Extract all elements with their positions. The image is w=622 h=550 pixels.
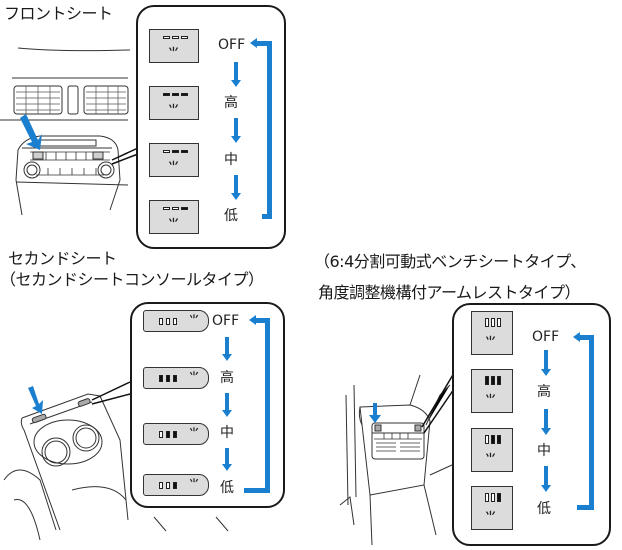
return-arrow-top (579, 335, 594, 340)
down-arrow-icon (231, 193, 241, 200)
left-arrow-icon (250, 38, 257, 48)
indicator-lights (163, 93, 188, 96)
indicator-lights (159, 318, 177, 325)
return-arrow-bottom (262, 214, 272, 219)
cycle-arrow-line (544, 466, 548, 486)
bench-seat-heater-button-high[interactable]: ⺌ (471, 369, 513, 413)
seat-heater-icon: ⺌ (189, 428, 199, 439)
seat-heater-icon: ⺌ (168, 160, 179, 173)
front-seat-heater-button-mid[interactable]: ⺌ (149, 143, 199, 177)
down-arrow-icon (231, 80, 241, 87)
front-dashboard-illustration (0, 47, 139, 216)
seat-heater-icon: ⺌ (189, 479, 199, 490)
bench-seat-heater-button-low[interactable]: ⺌ (471, 486, 513, 530)
second-console-lines (153, 516, 229, 532)
front-seat-heater-button-high[interactable]: ⺌ (149, 86, 199, 120)
indicator-lights (159, 431, 177, 438)
bench-seat-subheading-line2: 角度調整機構付アームレストタイプ） (318, 283, 581, 302)
seat-heater-icon: ⺌ (485, 510, 496, 523)
bench-armrest-illustration (339, 372, 455, 546)
seat-heater-icon: ⺌ (168, 217, 179, 230)
return-arrow-vertical (265, 318, 270, 493)
return-arrow-top (255, 318, 270, 323)
cycle-arrow-line (544, 350, 548, 370)
cycle-arrow-line (225, 337, 229, 355)
cycle-arrow-line (234, 118, 238, 137)
seat-heater-icon: ⺌ (189, 372, 199, 383)
level-label-low: 低 (537, 501, 551, 517)
front-seat-heading: フロントシート (4, 4, 113, 23)
indicator-lights (163, 36, 188, 39)
level-label-mid: 中 (220, 425, 234, 441)
left-arrow-icon (573, 332, 580, 342)
level-label-off: OFF (532, 329, 560, 345)
down-arrow-icon (541, 428, 551, 435)
cycle-arrow-line (225, 448, 229, 465)
indicator-lights (159, 375, 177, 382)
cycle-arrow-line (225, 393, 229, 411)
second-console-illustration (3, 381, 131, 541)
level-label-high: 高 (220, 370, 234, 386)
front-seat-heater-button-off[interactable]: ⺌ (149, 29, 199, 63)
seat-heater-icon: ⺌ (485, 335, 496, 348)
level-label-mid: 中 (537, 443, 551, 459)
return-arrow-bottom (577, 505, 594, 510)
down-arrow-icon (222, 410, 232, 417)
left-arrow-icon (249, 315, 256, 325)
indicator-lights (485, 435, 501, 444)
second-seat-callout-panel (130, 302, 285, 508)
seat-heater-icon: ⺌ (189, 315, 199, 326)
bench-seat-subheading-line1: （6:4分割可動式ベンチシートタイプ、 (314, 252, 586, 271)
down-arrow-icon (231, 136, 241, 143)
level-label-mid: 中 (224, 152, 238, 168)
level-label-off: OFF (212, 313, 240, 329)
level-label-high: 高 (537, 384, 551, 400)
second-seat-heater-button-high[interactable]: ⺌ (143, 367, 209, 389)
seat-heater-icon: ⺌ (485, 452, 496, 465)
indicator-lights (163, 207, 188, 210)
second-seat-subheading: （セカンドシートコンソールタイプ） (0, 270, 264, 289)
down-arrow-icon (541, 369, 551, 376)
return-arrow-vertical (589, 335, 594, 510)
level-label-low: 低 (220, 480, 234, 496)
indicator-lights (485, 318, 501, 327)
down-arrow-icon (222, 464, 232, 471)
seat-heater-icon: ⺌ (168, 103, 179, 116)
second-seat-heater-button-off[interactable]: ⺌ (143, 310, 209, 332)
seat-heater-icon: ⺌ (168, 46, 179, 59)
second-seat-heater-button-mid[interactable]: ⺌ (143, 423, 209, 445)
cycle-arrow-line (544, 409, 548, 429)
return-arrow-vertical (267, 41, 272, 219)
level-label-high: 高 (224, 95, 238, 111)
level-label-low: 低 (224, 208, 238, 224)
indicator-lights (485, 376, 501, 385)
return-arrow-bottom (244, 488, 270, 493)
indicator-lights (163, 150, 188, 153)
front-seat-heater-button-low[interactable]: ⺌ (149, 200, 199, 234)
indicator-lights (485, 493, 501, 502)
cycle-arrow-line (234, 175, 238, 194)
indicator-lights (159, 482, 177, 489)
bench-seat-heater-button-off[interactable]: ⺌ (471, 311, 513, 355)
cycle-arrow-line (234, 62, 238, 81)
second-seat-heater-button-low[interactable]: ⺌ (143, 474, 209, 496)
down-arrow-icon (541, 485, 551, 492)
seat-heater-icon: ⺌ (485, 393, 496, 406)
second-seat-heading: セカンドシート (8, 249, 117, 268)
level-label-off: OFF (218, 37, 246, 53)
return-arrow-top (256, 41, 272, 46)
down-arrow-icon (222, 354, 232, 361)
bench-seat-heater-button-mid[interactable]: ⺌ (471, 428, 513, 472)
